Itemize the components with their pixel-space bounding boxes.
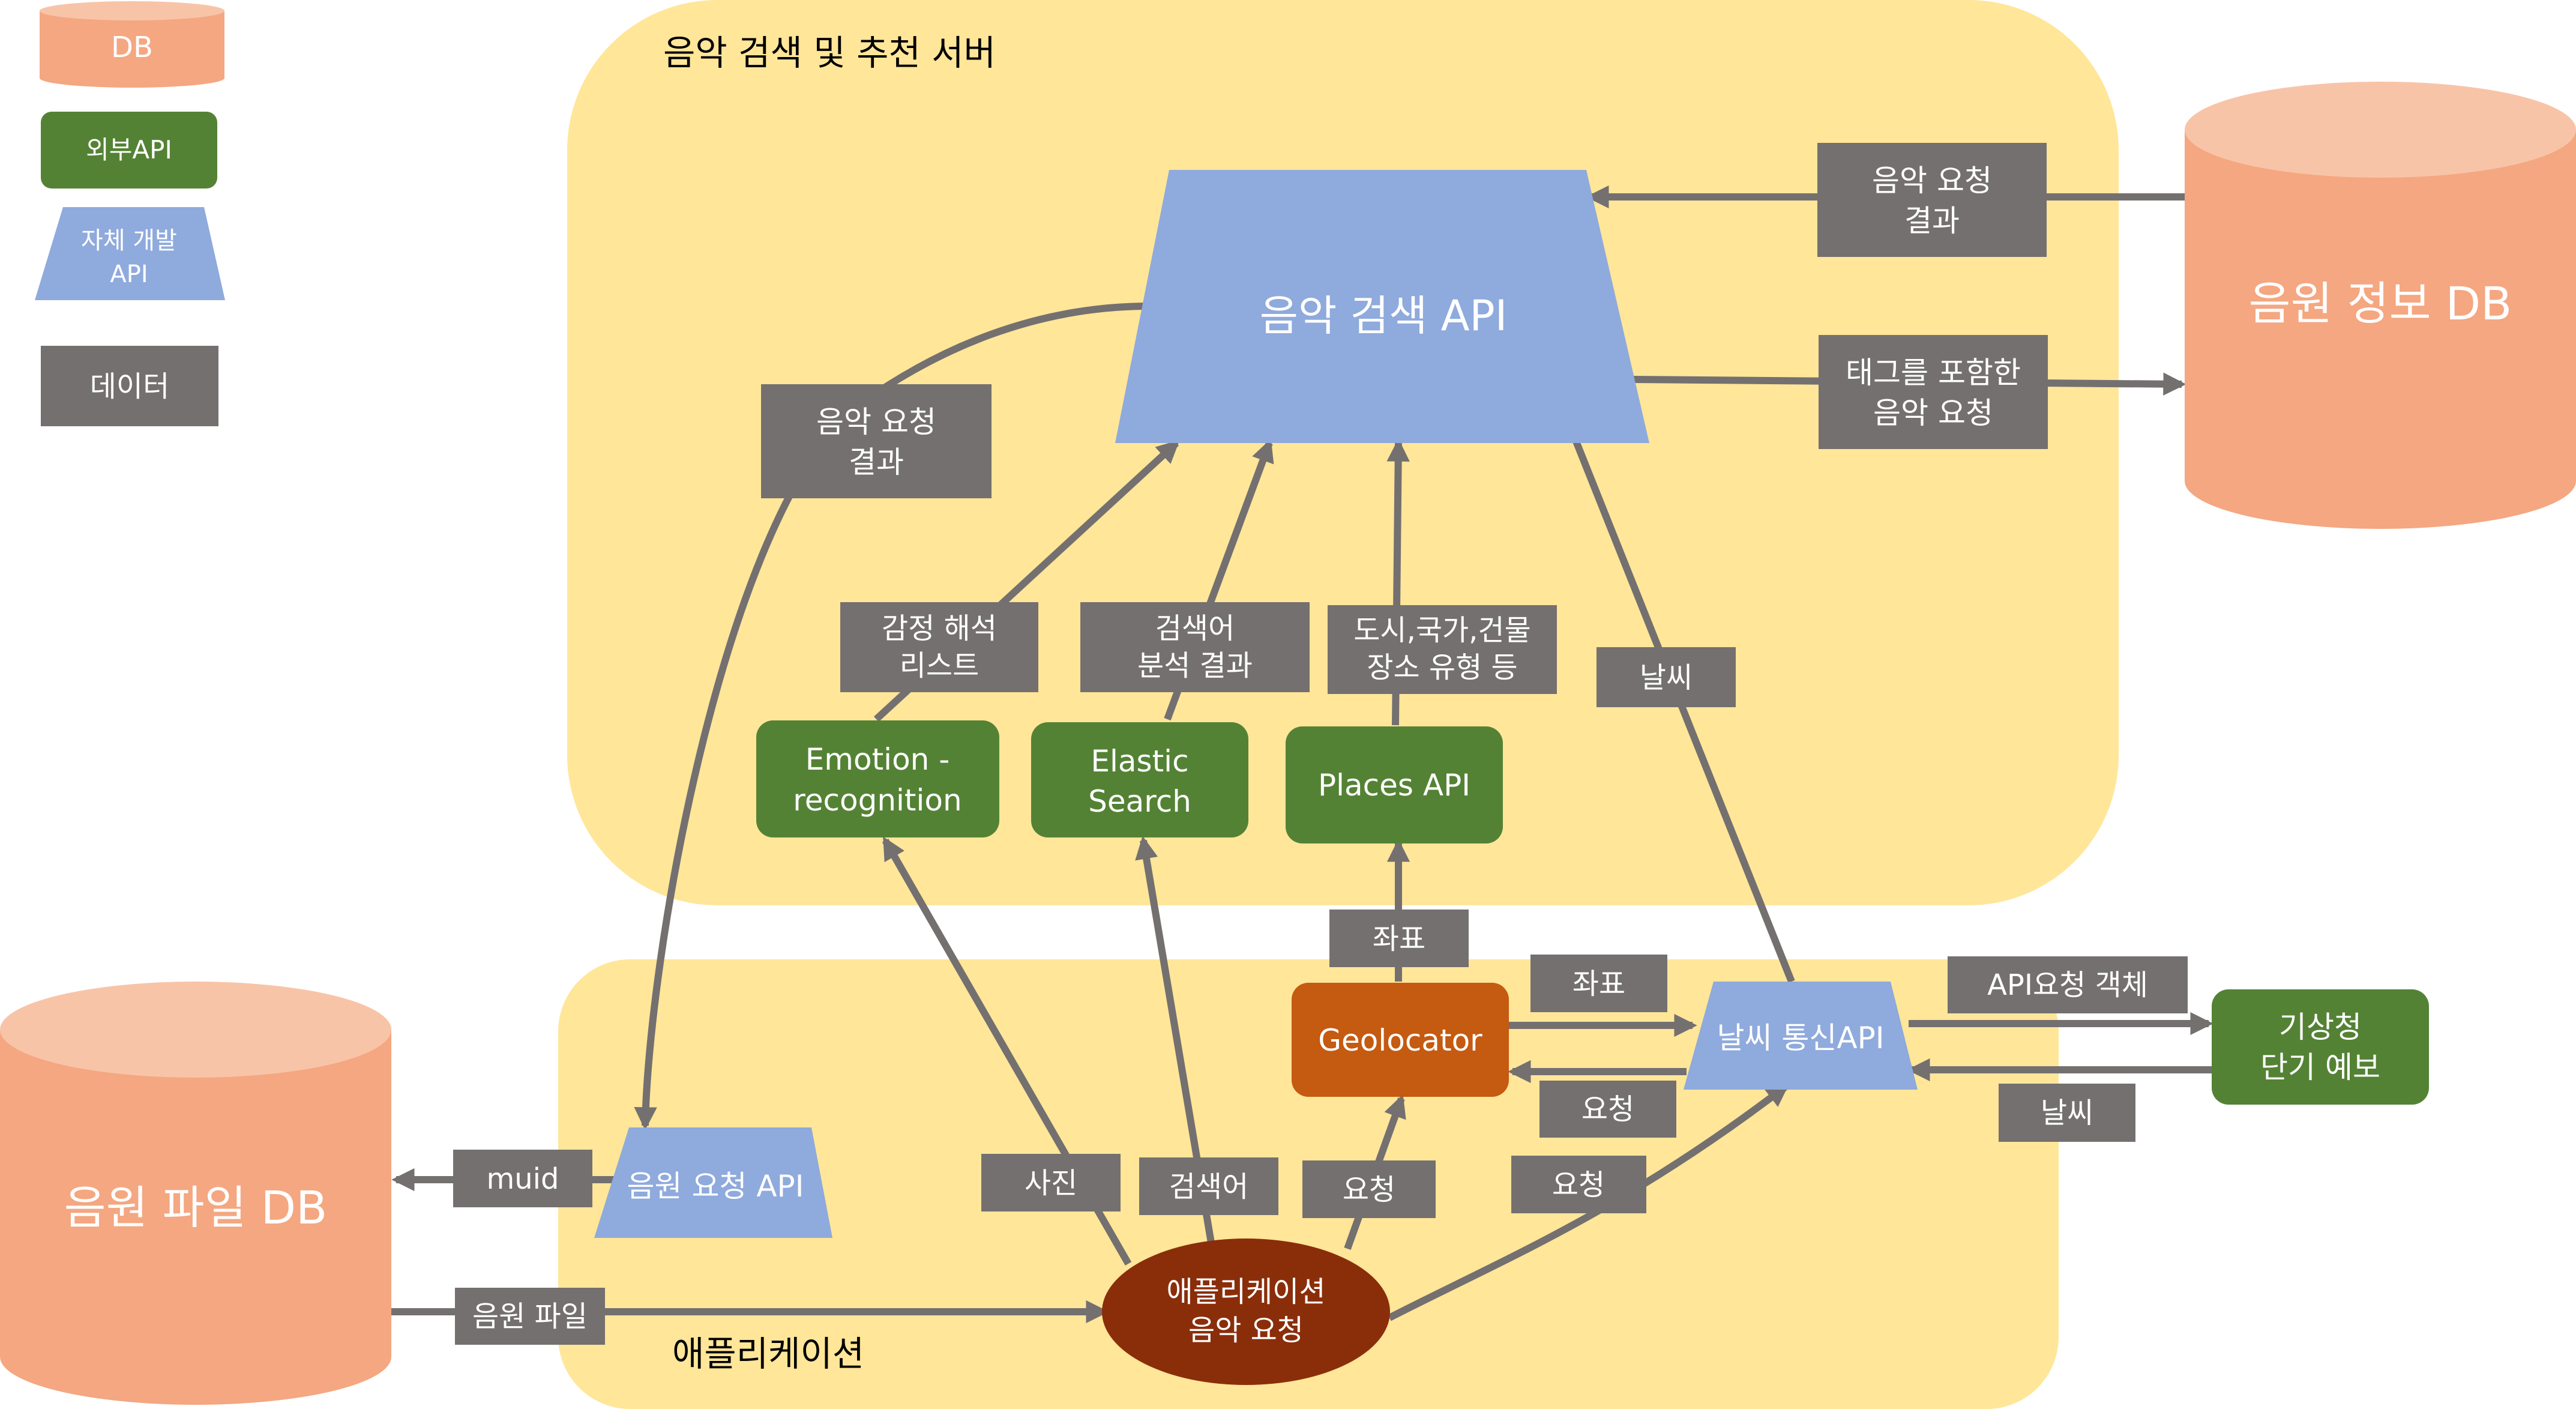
data-label-place-types: 도시,국가,건물 장소 유형 등 (1328, 605, 1557, 694)
legend-custom-api-label-2: API (110, 261, 148, 288)
data-label-db-result: 음악 요청 결과 (1817, 143, 2047, 257)
legend-external-api-label: 외부API (86, 135, 172, 164)
arrow-request-weather (1388, 1084, 1790, 1321)
data-label-keyword-analysis: 검색어 분석 결과 (1080, 602, 1310, 692)
data-label-text: 검색어 (1155, 612, 1235, 645)
music-file-db-label: 음원 파일 DB (64, 1181, 328, 1234)
data-label-weather-back: 날씨 (1999, 1084, 2135, 1142)
data-label-keyword: 검색어 (1139, 1157, 1278, 1215)
data-label-text: 검색어 (1169, 1170, 1248, 1204)
data-label-text: 리스트 (900, 649, 979, 683)
data-label-text: 좌표 (1572, 967, 1625, 1001)
data-label-text: 날씨 (1640, 661, 1693, 695)
data-label-request-back: 요청 (1539, 1081, 1676, 1138)
data-label-emotion-list: 감정 해석 리스트 (840, 602, 1038, 692)
app-zone-title: 애플리케이션 (672, 1333, 864, 1374)
places-api-label: Places API (1318, 768, 1470, 803)
data-label-tag-request: 태그를 포함한 음악 요청 (1819, 335, 2048, 449)
legend-data-swatch (41, 346, 218, 426)
data-label-text: 날씨 (2041, 1096, 2093, 1130)
data-label-text: API요청 객체 (1987, 968, 2148, 1002)
data-label-text: 장소 유형 등 (1367, 651, 1517, 684)
data-label-request-geo: 요청 (1302, 1160, 1436, 1218)
data-label-text: 요청 (1552, 1168, 1605, 1202)
app-request-label-2: 음악 요청 (1188, 1314, 1304, 1347)
data-label-text: 음악 요청 (816, 405, 936, 439)
data-label-api-object: API요청 객체 (1948, 956, 2188, 1013)
data-label-text: 음원 파일 (472, 1300, 588, 1333)
legend-custom-api-label-1: 자체 개발 (81, 227, 177, 255)
data-label-muid: muid (453, 1150, 592, 1207)
music-search-api-label: 음악 검색 API (1260, 291, 1508, 340)
data-label-text: muid (487, 1162, 559, 1196)
data-label-text: 도시,국가,건물 (1353, 614, 1530, 647)
emotion-recognition-api (756, 720, 999, 837)
weather-api (1684, 982, 1918, 1090)
elastic-api-label-1: Elastic (1091, 744, 1188, 779)
data-label-photo: 사진 (981, 1154, 1121, 1211)
legend-db-label: DB (111, 31, 153, 64)
data-label-text: 좌표 (1373, 922, 1425, 956)
data-label-coord-right: 좌표 (1530, 955, 1667, 1012)
geolocator-label: Geolocator (1318, 1023, 1482, 1058)
data-label-text: 요청 (1581, 1093, 1634, 1126)
data-label-coord-up: 좌표 (1329, 910, 1469, 967)
data-label-weather-up: 날씨 (1596, 647, 1736, 707)
places-api (1286, 726, 1503, 843)
data-label-text: 감정 해석 (882, 612, 997, 645)
elastic-search-api (1031, 722, 1248, 837)
legend-external-api-swatch (41, 112, 217, 189)
emotion-api-label-2: recognition (793, 783, 961, 818)
data-label-request-weather: 요청 (1511, 1156, 1646, 1213)
elastic-api-label-2: Search (1088, 784, 1191, 819)
music-request-api-label: 음원 요청 API (627, 1169, 804, 1204)
legend-db-icon: DB (40, 1, 224, 88)
music-info-db-label: 음원 정보 DB (2249, 277, 2512, 330)
data-label-music-file: 음원 파일 (455, 1288, 605, 1345)
data-label-text: 요청 (1343, 1173, 1395, 1207)
music-file-db: 음원 파일 DB (0, 982, 391, 1405)
legend: DB 외부API 자체 개발 API 데이터 (35, 1, 225, 426)
server-zone-title: 음악 검색 및 추천 서버 (663, 32, 996, 73)
connectors (390, 185, 2215, 1324)
kma-api-label-1: 기상청 (2279, 1010, 2362, 1045)
data-label-text: 태그를 포함한 (1846, 355, 2021, 390)
music-search-api (1115, 170, 1649, 443)
app-music-request (1102, 1239, 1390, 1385)
legend-data-label: 데이터 (90, 370, 169, 403)
geolocator (1292, 983, 1509, 1097)
kma-api-label-2: 단기 예보 (2260, 1050, 2380, 1085)
data-label-text: 결과 (1904, 204, 1960, 238)
data-label-text: 분석 결과 (1137, 649, 1253, 683)
kma-forecast-api (2212, 989, 2429, 1105)
legend-custom-api-swatch (35, 207, 225, 300)
weather-api-label: 날씨 통신API (1717, 1021, 1885, 1055)
data-label-text: 결과 (849, 445, 904, 480)
data-label-text: 음악 요청 (1872, 163, 1992, 198)
data-label-search-result: 음악 요청 결과 (761, 384, 992, 498)
data-label-text: 사진 (1025, 1166, 1077, 1200)
emotion-api-label-1: Emotion - (805, 742, 950, 777)
music-info-db: 음원 정보 DB (2185, 82, 2576, 529)
data-label-text: 음악 요청 (1873, 396, 1993, 430)
app-request-label-1: 애플리케이션 (1167, 1275, 1326, 1309)
music-request-api (594, 1127, 832, 1238)
